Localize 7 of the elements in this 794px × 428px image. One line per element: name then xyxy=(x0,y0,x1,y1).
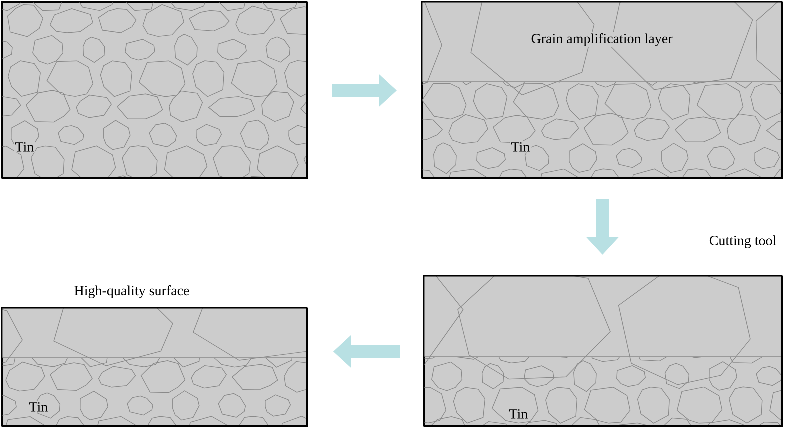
material-label: Tin xyxy=(508,408,530,420)
layer-label: Grain amplification layer xyxy=(530,32,674,48)
material-label: Tin xyxy=(28,402,50,413)
material-label: Tin xyxy=(510,142,532,153)
side-label: Cutting tool xyxy=(710,236,776,248)
material-label: Tin xyxy=(14,142,36,153)
heading-label: High-quality surface xyxy=(74,286,190,298)
